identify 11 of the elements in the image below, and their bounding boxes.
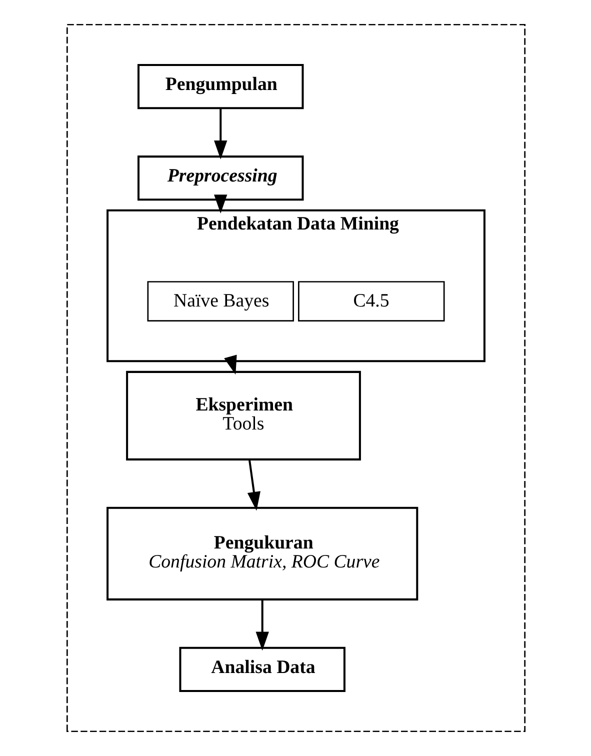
arrow (255, 600, 268, 651)
arrow (214, 108, 227, 160)
node-box: Naïve Bayes (146, 281, 294, 322)
node-box: Eksperimen Tools (126, 370, 360, 460)
node-box: Analisa Data (178, 646, 345, 692)
cluster (66, 24, 526, 732)
arrow (214, 194, 227, 214)
node-box: C4.5 (298, 281, 444, 322)
node-box: Pengukuran Confusion Matrix, ROC Curve (106, 506, 418, 600)
arrow (246, 459, 260, 511)
node-box: Pengumpulan (137, 64, 304, 110)
